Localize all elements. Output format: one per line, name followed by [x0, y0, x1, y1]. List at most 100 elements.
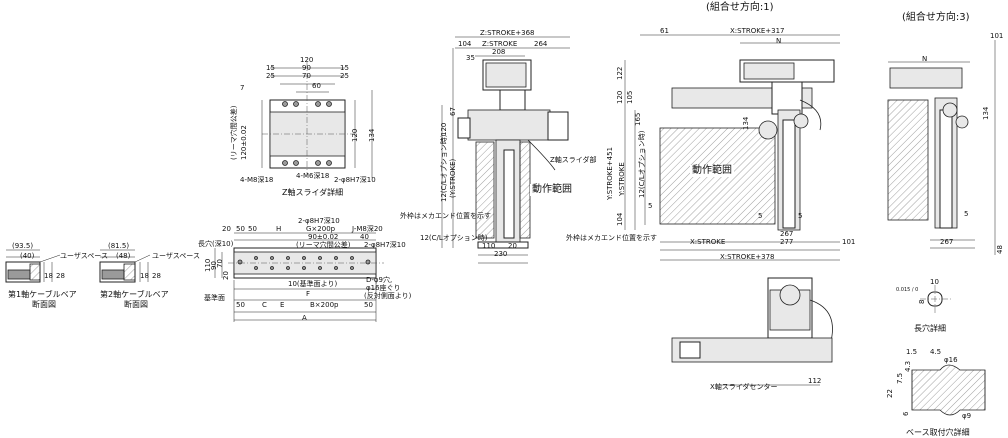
sv-dim-230: 230 — [494, 250, 508, 258]
cable2-dim-total: (81.5) — [108, 242, 130, 250]
zs-dim-25b: 25 — [340, 72, 349, 80]
bh-caption: ベース取付穴詳細 — [906, 428, 970, 437]
bh-dim-4-5: 4.5 — [930, 348, 942, 356]
plan-left-165: 165 — [634, 112, 642, 126]
plan-outer-note: 外枠はメカエンド位置を示す — [566, 234, 657, 242]
cable1-height-1: 18 — [44, 272, 53, 280]
sv-dim-104: 104 — [458, 40, 472, 48]
zs-caption: Z軸スライダ詳細 — [282, 188, 344, 197]
plan-y-stroke: Y:STROKE — [618, 162, 626, 196]
base-hole-detail-figure — [911, 364, 986, 416]
bp-pitch-g: G×200p — [306, 225, 336, 233]
bp-dim-a: A — [302, 314, 307, 322]
cable2-user-space: ユーザスペース — [152, 252, 200, 260]
plan-bot-101: 101 — [842, 238, 856, 246]
bp-tap: J-M8深20 — [352, 225, 383, 233]
zs-reamer-label: (リーマ穴間公差) — [230, 105, 238, 160]
sv-left-ystroke: (Y:STROKE) — [449, 158, 457, 198]
plan-left-105: 105 — [626, 90, 634, 104]
zs-side-120: 120 — [351, 128, 359, 142]
zs-holes-left: 4-M8深18 — [240, 176, 274, 184]
plan-left-120: 120 — [616, 90, 624, 104]
plan-left-5: 5 — [648, 202, 653, 210]
z-slider-detail — [261, 62, 373, 178]
cable-section-2 — [99, 249, 151, 283]
bp-pitch-b: B×200p — [310, 301, 339, 309]
combo3-dim-48: 48 — [996, 245, 1004, 254]
side-view — [441, 36, 570, 264]
plan-bot-277: 277 — [780, 238, 794, 246]
bp-dim-20: 20 — [222, 225, 231, 233]
combo3-dim-101: 101 — [990, 32, 1004, 40]
zs-dim-70: 70 — [302, 72, 311, 80]
cable2-caption-sub: 断面図 — [124, 300, 148, 309]
plan-stroke-total: X:STROKE+317 — [730, 27, 785, 35]
plan-dim-61: 61 — [660, 27, 669, 35]
sv-dim-35: 35 — [466, 54, 475, 62]
plan-x-center: X軸スライダセンター — [710, 383, 778, 391]
bp-ream-label: (リーマ穴間公差) — [296, 241, 351, 249]
bp-counter: φ16座ぐり — [366, 284, 401, 292]
bp-drill: D-φ9穴, — [366, 276, 393, 284]
combo3-dim-5: 5 — [964, 210, 969, 218]
bp-dim-50c: 50 — [236, 301, 245, 309]
sv-outer-note: 外枠はメカエンド位置を示す — [400, 212, 491, 220]
cable2-height-1: 18 — [140, 272, 149, 280]
bh-dim-9: φ9 — [962, 412, 972, 420]
zs-dim-15a: 15 — [266, 64, 275, 72]
bp-ref-line: 10(基準面より) — [288, 280, 338, 288]
zs-holes-mid: 4-M6深18 — [296, 172, 330, 180]
sv-left-cl: 12(C/Lオプション時) — [440, 134, 448, 202]
cable2-caption: 第2軸ケーブルベア — [100, 290, 169, 299]
cable1-dim-total: (93.5) — [12, 242, 34, 250]
bp-left-70: 70 — [216, 259, 224, 268]
sv-dim-264: 264 — [534, 40, 548, 48]
plan-bot-267: 267 — [780, 230, 794, 238]
cable1-caption: 第1軸ケーブルベア — [8, 290, 77, 299]
sv-motion-area: 動作範囲 — [530, 184, 574, 196]
combo3-dim-267: 267 — [940, 238, 954, 246]
bp-dim-50d: 50 — [364, 301, 373, 309]
bp-counter-note: (反対側面より) — [364, 292, 412, 300]
bp-left-20: 20 — [222, 271, 230, 280]
long-hole-detail-figure — [920, 285, 952, 315]
zs-dim-90: 90 — [302, 64, 311, 72]
combo3-dim-134: 134 — [982, 106, 990, 120]
cable1-dim-width: (40) — [20, 252, 35, 260]
plan-dim-n: N — [776, 37, 782, 45]
bp-ream: 90±0.02 — [308, 233, 339, 241]
zs-dim-15b: 15 — [340, 64, 349, 72]
sv-z-stroke: Z:STROKE — [482, 40, 518, 48]
plan-left-134: 134 — [742, 116, 750, 130]
bh-dim-16: φ16 — [944, 356, 958, 364]
zs-dim-60: 60 — [312, 82, 321, 90]
bh-dim-4-3: 4.3 — [904, 360, 912, 372]
zs-dim-120: 120 — [300, 56, 314, 64]
plan-x-112: 112 — [808, 377, 822, 385]
lh-dim-10: 10 — [930, 278, 939, 286]
plan-motion-area: 動作範囲 — [690, 165, 734, 177]
plan-cl-option: 12(C/Lオプション時) — [638, 130, 646, 198]
plan-left-104: 104 — [616, 212, 624, 226]
plan-header: (組合せ方向:1) — [706, 2, 774, 13]
cable2-height-2: 28 — [152, 272, 161, 280]
cable1-height-2: 28 — [56, 272, 65, 280]
sv-left-67: 67 — [449, 107, 457, 116]
plan-view — [624, 34, 840, 386]
zs-side-134: 134 — [368, 128, 376, 142]
plan-left-122: 122 — [616, 66, 624, 80]
sv-z-slider: Z軸スライダ部 — [550, 156, 597, 164]
zs-dim-7: 7 — [240, 84, 245, 92]
bh-dim-22: 22 — [886, 389, 894, 398]
lh-dim-8: 8 — [918, 299, 926, 304]
combo-3-view — [887, 40, 996, 255]
plan-bot-xstroke: X:STROKE — [690, 238, 726, 246]
plan-bot-5b: 5 — [798, 212, 803, 220]
lh-tolerance: 0.015 / 0 — [896, 287, 919, 293]
bp-dim-h: H — [276, 225, 282, 233]
zs-dim-25a: 25 — [266, 72, 275, 80]
bp-dim-c: C — [262, 301, 267, 309]
bp-pin-right: 2-φ8H7深10 — [364, 241, 406, 249]
bp-dim-e: E — [280, 301, 285, 309]
